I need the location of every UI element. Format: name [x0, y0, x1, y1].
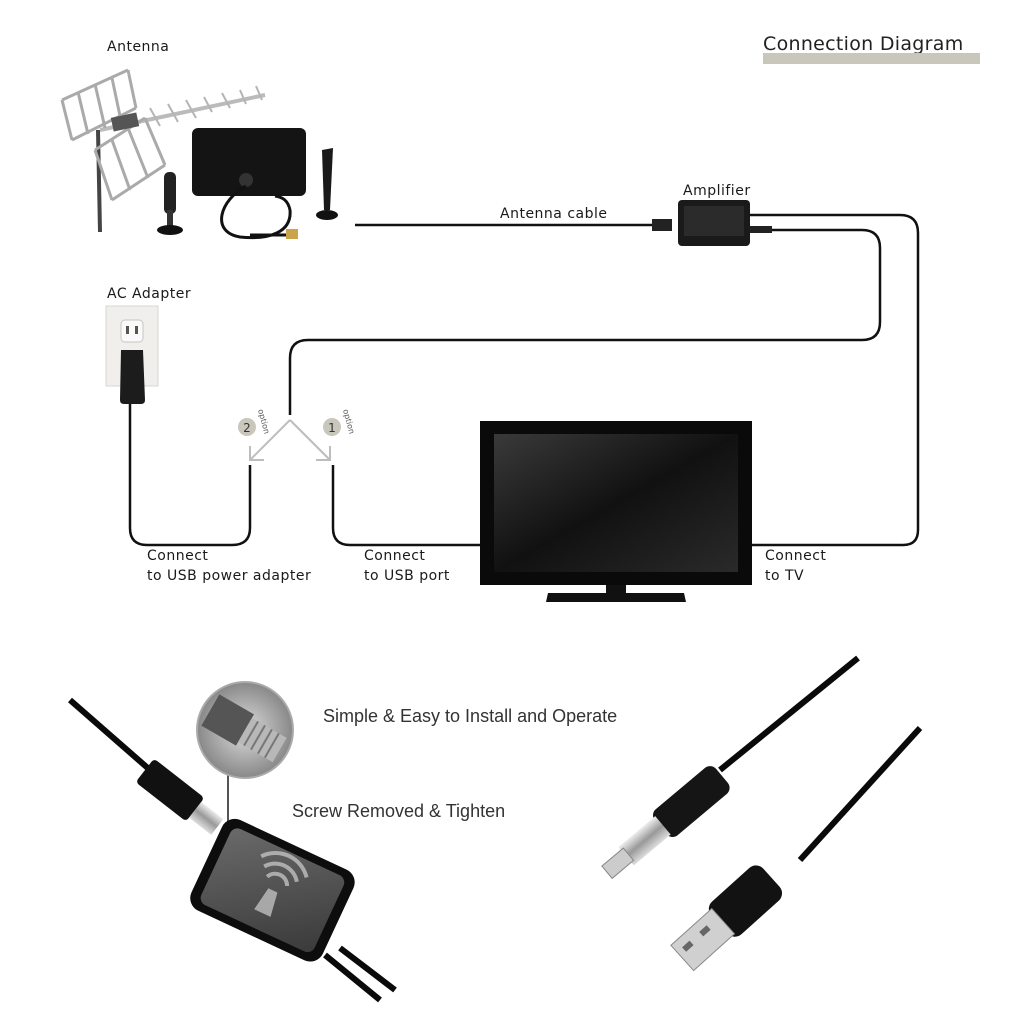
cable-connector: [652, 219, 672, 231]
svg-text:option: option: [341, 408, 356, 435]
usb-port-label-line2: to USB port: [364, 566, 450, 586]
amplifier-icon: [678, 200, 772, 246]
antenna-label: Antenna: [107, 37, 169, 57]
antenna-cable-label: Antenna cable: [500, 204, 608, 224]
cables-photo: [596, 658, 920, 974]
option-2-badge: 2 option: [238, 408, 271, 436]
usb-cable-line: [290, 230, 880, 415]
usb-port-label-line1: Connect: [364, 546, 425, 566]
svg-text:2: 2: [243, 421, 251, 435]
small-antenna-icon: [157, 172, 183, 235]
feature-install-text: Simple & Easy to Install and Operate: [323, 706, 617, 727]
ac-outlet-icon: [106, 306, 158, 404]
amplifier-photo: [70, 682, 395, 1000]
tv-cable-line: [750, 215, 918, 545]
ac-adapter-label: AC Adapter: [107, 284, 191, 304]
tv-label-line1: Connect: [765, 546, 826, 566]
diagram-title: Connection Diagram: [763, 33, 964, 55]
tv-icon: [480, 421, 752, 602]
flat-antenna-icon: [192, 128, 306, 239]
tv-label-line2: to TV: [765, 566, 804, 586]
usb-port-cable-line: [333, 465, 480, 545]
power-adapter-cable-line: [130, 400, 250, 545]
stick-antenna-icon: [316, 148, 338, 220]
usb-power-adapter-label-line2: to USB power adapter: [147, 566, 311, 586]
svg-text:option: option: [256, 408, 271, 435]
usb-power-adapter-label-line1: Connect: [147, 546, 208, 566]
option-1-badge: 1 option: [323, 408, 356, 436]
amplifier-label: Amplifier: [683, 181, 751, 201]
svg-text:1: 1: [328, 421, 336, 435]
title-underline-bar: [763, 53, 980, 64]
feature-screw-text: Screw Removed & Tighten: [292, 801, 505, 822]
